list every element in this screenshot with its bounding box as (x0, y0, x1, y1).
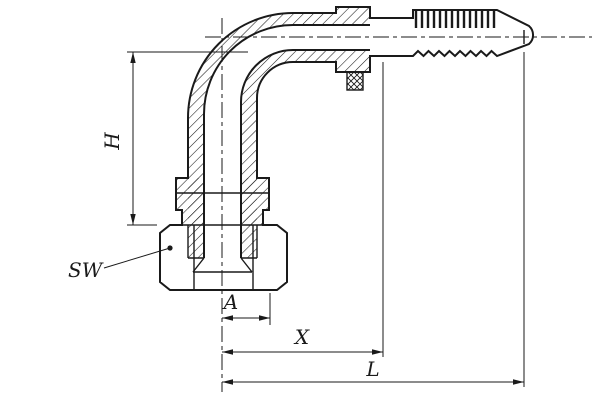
bore-outline (203, 24, 370, 258)
dimension-label-x: X (293, 325, 310, 349)
dimension-label-a: A (222, 290, 238, 314)
dimension-label-sw: SW (68, 258, 104, 282)
dimension-a: A (222, 290, 271, 325)
a-arrow-left (222, 315, 233, 321)
o-ring-cross-section (346, 71, 364, 91)
dimension-l: L (222, 52, 525, 387)
flange-hatch (336, 7, 370, 72)
x-arrow-right (372, 349, 383, 355)
dimension-label-h: H (100, 132, 124, 151)
centerlines (205, 18, 592, 392)
callout-sw: SW (68, 245, 173, 282)
elbow-outer-wall-hatch (188, 13, 336, 258)
h-arrow-top (130, 52, 136, 63)
elbow-inner-wall-hatch (241, 50, 336, 258)
dimension-x: X (222, 62, 384, 357)
h-arrow-bottom (130, 214, 136, 225)
fitting-outline (159, 6, 535, 291)
section-hatching (176, 7, 370, 258)
hose-barb-serrations (414, 10, 496, 28)
swivel-nut-face-edges (193, 225, 254, 290)
dimension-label-l: L (365, 357, 379, 381)
flare-seat-detail (187, 225, 258, 273)
collar-hatch (176, 178, 269, 225)
dimension-h: H (100, 51, 248, 226)
a-arrow-right (259, 315, 270, 321)
l-arrow-right (513, 379, 524, 385)
sw-leader-dot (167, 245, 173, 251)
l-arrow-left (222, 379, 233, 385)
collar-groove-line (176, 192, 269, 226)
sw-leader-line (103, 247, 171, 269)
x-arrow-left (222, 349, 233, 355)
